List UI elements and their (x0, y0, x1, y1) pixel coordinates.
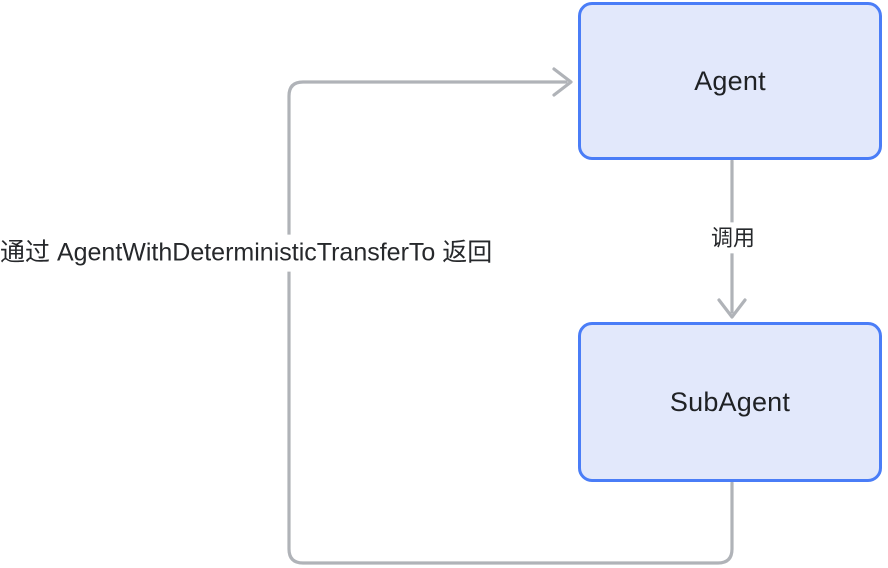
edge-return (287, 67, 734, 565)
edge-return-label: 通过 AgentWithDeterministicTransferTo 返回 (0, 234, 501, 272)
edge-return-line (287, 80, 734, 565)
node-agent[interactable]: Agent (578, 2, 882, 160)
edge-call-arrowhead (717, 298, 747, 319)
node-subagent-label: SubAgent (669, 386, 791, 417)
edge-return-arrowhead (552, 67, 573, 97)
node-agent-label: Agent (694, 65, 766, 96)
edge-call-label: 调用 (703, 222, 763, 254)
node-subagent[interactable]: SubAgent (578, 322, 882, 482)
